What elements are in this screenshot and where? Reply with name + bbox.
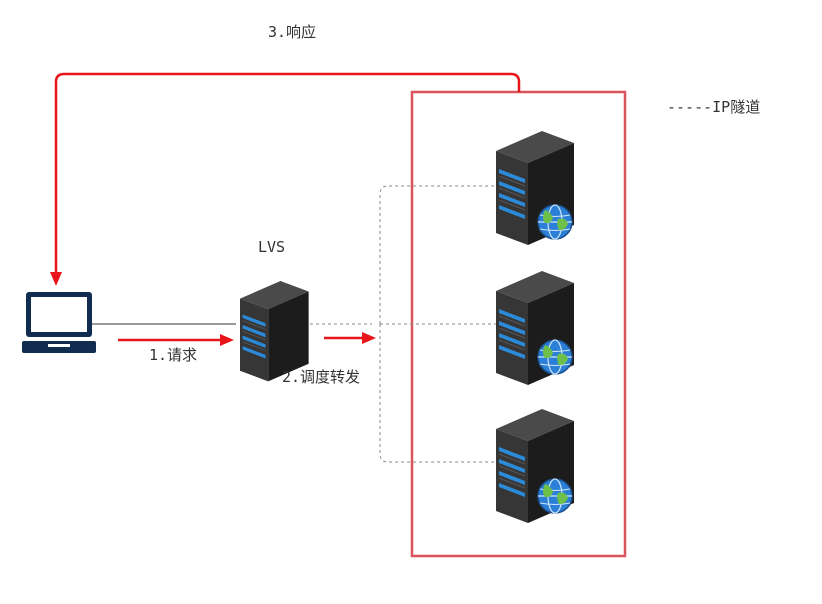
response-arrow-line bbox=[54, 72, 521, 272]
lvs-server-icon bbox=[239, 280, 310, 382]
real-server-1-icon bbox=[495, 130, 575, 246]
step1-request-label: 1.请求 bbox=[149, 346, 197, 364]
lvs-label: LVS bbox=[258, 238, 285, 256]
request-arrowhead bbox=[220, 334, 234, 346]
laptop-icon bbox=[22, 292, 96, 353]
globe-icon bbox=[537, 204, 573, 240]
globe-icon bbox=[537, 339, 573, 375]
step2-dispatch-label: 2.调度转发 bbox=[282, 368, 360, 386]
step3-response-label: 3.响应 bbox=[268, 23, 316, 41]
dispatch-arrowhead bbox=[362, 332, 376, 344]
real-server-2-icon bbox=[495, 270, 575, 386]
globe-icon bbox=[537, 478, 573, 514]
legend-ip-tunnel: -----IP隧道 bbox=[667, 98, 760, 116]
response-arrowhead bbox=[50, 272, 62, 286]
ip-tunnel-lines bbox=[310, 185, 496, 463]
real-server-3-icon bbox=[495, 408, 575, 524]
